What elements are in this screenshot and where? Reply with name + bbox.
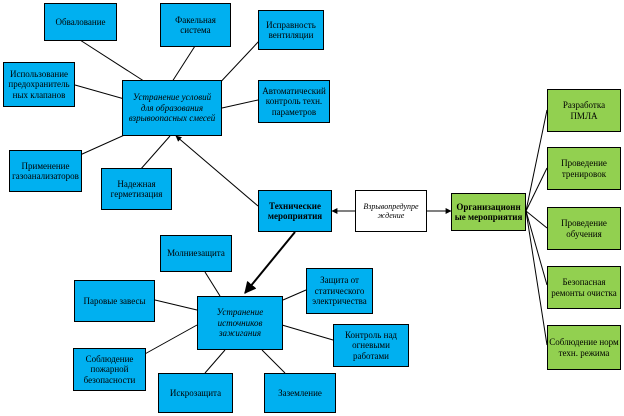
node-lightning-protection: Молниезащита	[160, 235, 232, 272]
node-hot-work-control: Контроль над огневыми работами	[333, 324, 409, 367]
edge-tech-conditions	[175, 135, 259, 207]
node-static-protection: Защита от статического электричества	[306, 268, 373, 314]
node-spark-protection: Искрозащита	[158, 373, 233, 413]
node-trainings: Проведение тренировок	[547, 147, 621, 190]
node-gas-analyzers: Применение газоанализаторов	[9, 150, 82, 192]
conditions-node: Устранение условий для образования взрыв…	[122, 80, 222, 136]
node-embankment: Обвалование	[44, 3, 117, 41]
node-pmla: Разработка ПМЛА	[547, 89, 621, 132]
node-steam-curtains: Паровые завесы	[74, 280, 155, 322]
node-safe-repairs: Безопасная ремонты очистка	[547, 266, 621, 309]
node-auto-control: Автоматический контроль техн. параметров	[258, 80, 330, 123]
edge-tech-sources	[244, 231, 296, 294]
tech-measures-node: Технические мероприятия	[258, 190, 332, 232]
node-safety-valves: Использование предохранитель ных клапано…	[3, 62, 75, 107]
org-measures-node: Организационн ые мероприятия	[451, 193, 526, 231]
node-regime-compliance: Соблюдение норм техн. режима	[547, 325, 621, 370]
node-education: Проведение обучения	[547, 207, 621, 250]
node-grounding: Заземление	[264, 373, 336, 413]
center-node: Взрывопредупре ждение	[355, 190, 427, 232]
node-ventilation: Исправность вентиляции	[258, 10, 324, 50]
ignition-sources-node: Устранение источников зажигания	[197, 296, 283, 350]
node-sealing: Надежная герметизация	[101, 168, 172, 210]
node-fire-safety: Соблюдение пожарной безопасности	[73, 348, 146, 391]
node-flare-system: Факельная система	[160, 3, 231, 47]
